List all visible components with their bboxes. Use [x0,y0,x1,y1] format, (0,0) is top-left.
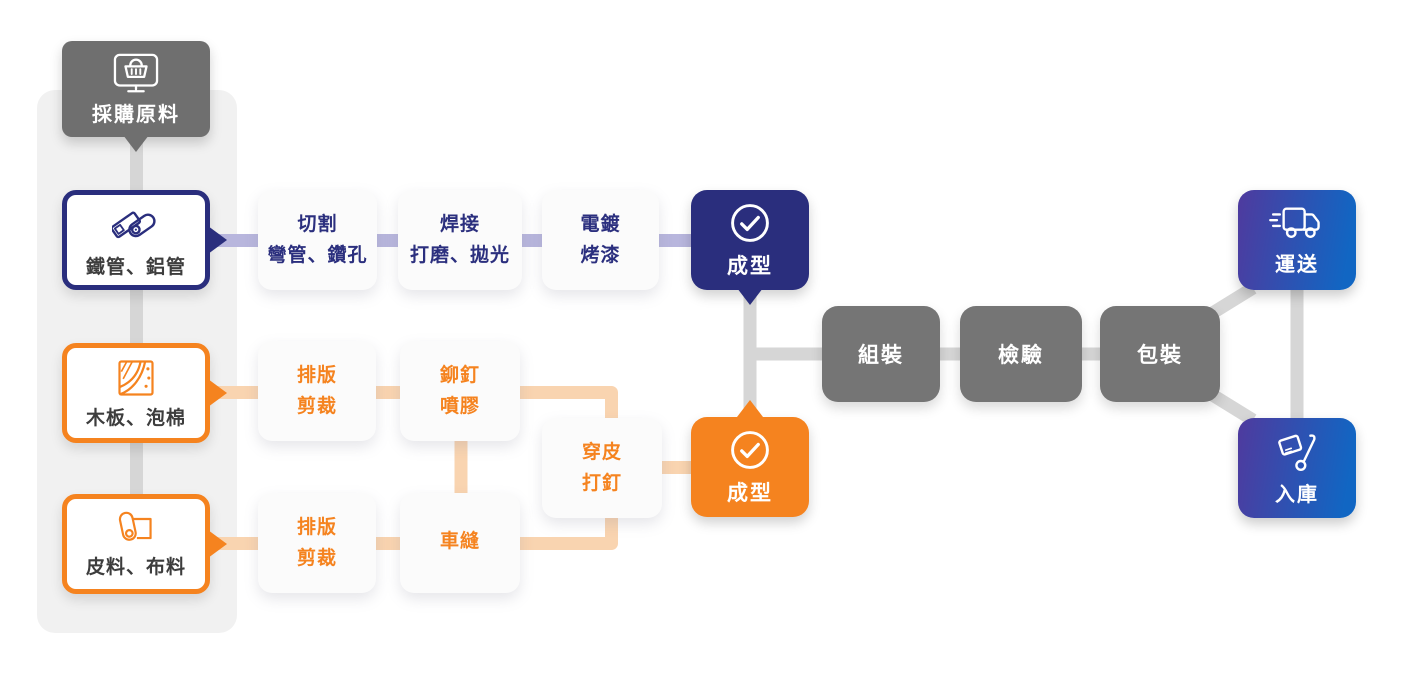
material-metal-label: 鐵管、鋁管 [85,257,186,278]
step-packaging: 包裝 [1100,306,1220,402]
step-text: 穿皮 [581,441,622,463]
pipes-icon [112,201,160,249]
step-assembly: 組裝 [822,306,940,402]
check-circle-icon [728,201,772,245]
step-text: 電鍍 [580,213,621,235]
material-fabric-node: 皮料、布料 [62,494,210,594]
step-text: 焊接 [439,213,480,235]
step-layout-cutting-fabric: 排版 剪裁 [258,493,376,593]
forming-metal-pointer [737,288,763,305]
purchase-raw-material-node: 採購原料 [62,41,210,137]
packaging-label: 包裝 [1137,344,1183,367]
step-sewing: 車縫 [400,493,520,593]
output-warehouse-node: 入庫 [1238,418,1356,518]
assembly-label: 組裝 [858,344,904,367]
material-fabric-arrow [208,530,227,558]
purchase-pointer [123,135,149,152]
step-text: 打釘 [581,473,622,494]
material-fabric-label: 皮料、布料 [85,557,186,578]
purchase-label: 採購原料 [92,103,180,126]
forming-upholstery-node: 成型 [691,417,809,517]
step-text: 打磨、拋光 [409,245,510,266]
step-welding-grinding-polishing: 焊接 打磨、拋光 [398,190,522,290]
forming-metal-label: 成型 [727,254,773,278]
step-text: 車縫 [439,531,480,553]
step-text: 烤漆 [580,245,621,266]
step-plating-painting: 電鍍 烤漆 [542,190,659,290]
step-layout-cutting-wood: 排版 剪裁 [258,341,376,441]
delivery-truck-icon [1268,203,1326,245]
step-leather-nailing: 穿皮 打釘 [542,418,662,518]
delivery-label: 運送 [1275,254,1319,276]
fabric-roll-icon [114,509,158,549]
step-text: 剪裁 [296,396,337,417]
check-circle-icon [728,428,772,472]
step-text: 彎管、鑽孔 [267,245,368,266]
step-text: 鉚釘 [439,364,480,386]
step-inspection: 檢驗 [960,306,1082,402]
material-wood-node: 木板、泡棉 [62,343,210,443]
output-delivery-node: 運送 [1238,190,1356,290]
forming-metal-node: 成型 [691,190,809,290]
material-wood-arrow [208,379,227,407]
hand-truck-icon [1272,429,1322,475]
step-text: 排版 [296,516,337,538]
material-wood-label: 木板、泡棉 [85,408,186,429]
forming-upholstery-label: 成型 [727,481,773,505]
step-rivet-glue: 鉚釘 噴膠 [400,341,520,441]
forming-upholstery-pointer [737,400,763,417]
inspection-label: 檢驗 [998,344,1044,367]
material-metal-arrow [208,226,227,254]
step-text: 切割 [297,213,338,235]
step-text: 排版 [296,364,337,386]
step-cutting-bending-drilling: 切割 彎管、鑽孔 [258,190,377,290]
wood-foam-icon [114,356,158,400]
material-metal-node: 鐵管、鋁管 [62,190,210,290]
step-text: 噴膠 [439,396,480,417]
warehouse-label: 入庫 [1275,484,1319,506]
shopping-monitor-icon [109,52,163,96]
step-text: 剪裁 [296,548,337,569]
